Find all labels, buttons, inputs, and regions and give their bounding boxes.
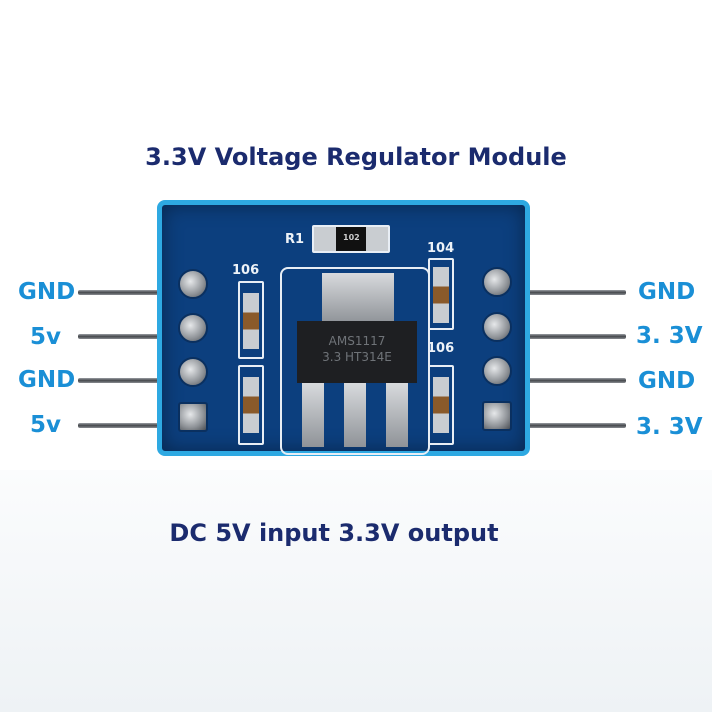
pad	[178, 313, 208, 343]
regulator-leg	[344, 383, 366, 447]
cap-left-label: 106	[232, 263, 260, 278]
pcb-board: R1 102 106 104 106 AMS1117 3.3 HT314E	[157, 200, 530, 456]
regulator-leg	[386, 383, 408, 447]
pad	[482, 312, 512, 342]
pin	[500, 378, 626, 383]
pin	[78, 423, 188, 428]
pin	[500, 334, 626, 339]
cap-left-top	[238, 281, 264, 359]
title: 3.3V Voltage Regulator Module	[145, 143, 567, 171]
pin	[78, 290, 188, 295]
subtitle: DC 5V input 3.3V output	[169, 519, 499, 547]
chip-line1: AMS1117	[328, 334, 386, 348]
pad	[178, 402, 208, 432]
left-pin-label: GND	[18, 367, 76, 393]
right-pin-label: 3. 3V	[636, 414, 703, 440]
right-pin-label: 3. 3V	[636, 323, 703, 349]
pin	[78, 378, 188, 383]
pad	[482, 267, 512, 297]
pad	[178, 357, 208, 387]
chip-line2: 3.3 HT314E	[322, 350, 392, 364]
cap-right-top	[428, 258, 454, 330]
regulator-chip: AMS1117 3.3 HT314E	[297, 321, 417, 383]
left-pin-label: 5v	[30, 412, 61, 438]
cap-left-bottom	[238, 365, 264, 445]
pin	[500, 290, 626, 295]
pin	[78, 334, 188, 339]
right-pin-label: GND	[638, 279, 696, 305]
right-pin-label: GND	[638, 368, 696, 394]
pad	[482, 356, 512, 386]
regulator-outline	[280, 267, 430, 455]
cap-right-bottom	[428, 365, 454, 445]
pad	[482, 401, 512, 431]
pin	[500, 423, 626, 428]
r1-label: R1	[285, 232, 305, 247]
pad	[178, 269, 208, 299]
left-pin-label: 5v	[30, 324, 61, 350]
r1-resistor: 102	[312, 225, 390, 253]
cap-right-top-label: 104	[427, 241, 455, 256]
background	[0, 470, 712, 712]
regulator-tab	[322, 273, 394, 323]
regulator-leg	[302, 383, 324, 447]
cap-right-bottom-label: 106	[427, 341, 455, 356]
left-pin-label: GND	[18, 279, 76, 305]
r1-code: 102	[343, 233, 360, 242]
